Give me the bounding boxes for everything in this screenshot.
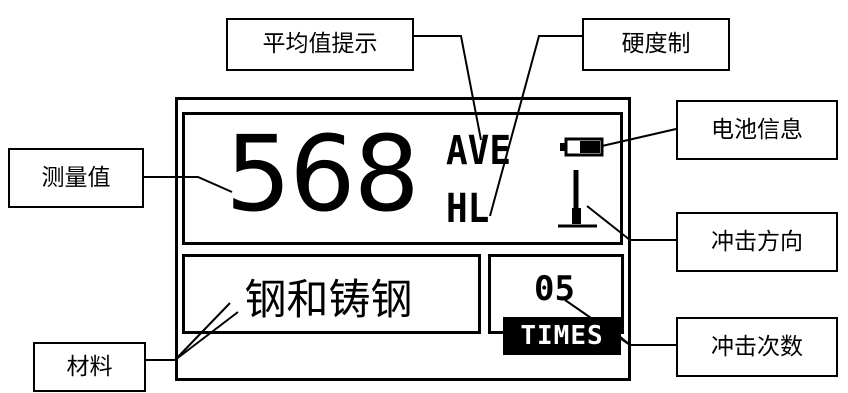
average-callout: 平均值提示 [226, 18, 414, 71]
hardness-scale-callout-label: 硬度制 [621, 31, 691, 57]
material-callout: 材料 [33, 342, 146, 392]
measured-value-leader [144, 176, 233, 193]
impact-count-leader-2 [611, 329, 631, 346]
hardness-scale: HL [446, 186, 490, 232]
impact-direction-callout-label: 冲击方向 [711, 228, 803, 255]
battery-callout-label: 电池信息 [711, 116, 803, 143]
impact-direction-icon [558, 170, 597, 228]
impact-count: 05 [534, 269, 575, 309]
average-callout-label: 平均值提示 [262, 31, 378, 57]
impact-count-callout: 冲击次数 [676, 317, 838, 377]
material-callout-label: 材料 [66, 353, 113, 380]
battery-icon [560, 137, 604, 157]
impact-direction-callout: 冲击方向 [676, 212, 838, 272]
measured-value-callout: 测量值 [8, 148, 144, 208]
material-leader-3 [174, 311, 239, 361]
material-name: 钢和铸钢 [244, 275, 413, 324]
hardness-scale-leader [489, 35, 582, 217]
battery-callout: 电池信息 [676, 100, 838, 160]
impact-direction-leader [586, 205, 676, 241]
times-label: TIMES [503, 317, 621, 355]
hardness-scale-callout: 硬度制 [582, 18, 730, 71]
reading-panel [182, 112, 623, 245]
average-indicator: AVE [446, 128, 512, 174]
battery-leader [601, 128, 677, 147]
measured-value-callout-label: 测量值 [41, 164, 111, 191]
average-leader [414, 35, 482, 141]
measured-value: 568 [225, 113, 420, 235]
material-panel [182, 254, 481, 334]
material-leader-2 [174, 302, 231, 361]
impact-count-callout-label: 冲击次数 [711, 333, 803, 360]
